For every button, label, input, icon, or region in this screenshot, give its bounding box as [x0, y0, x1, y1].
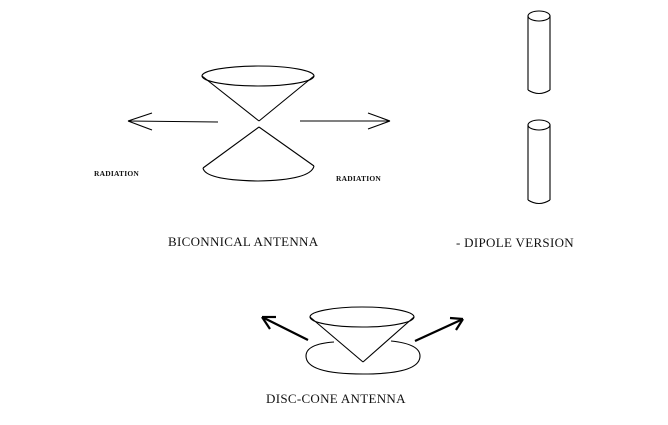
left-radiation-label: RADIATION	[94, 169, 139, 178]
disc-cone-antenna: DISC-CONE ANTENNA	[261, 306, 464, 406]
right-radiation-label: RADIATION	[336, 174, 381, 183]
disc	[305, 340, 421, 375]
dipole-lower-rod	[527, 119, 551, 205]
right-radiation-arrow	[300, 112, 391, 130]
biconical-upper-cone	[201, 65, 315, 122]
dipole-upper-rod	[527, 10, 551, 95]
biconical-lower-cone	[202, 126, 315, 182]
biconical-antenna: RADIATION RADIATION BICONNICAL ANTENNA	[94, 65, 391, 249]
left-radiation-arrow	[127, 112, 219, 131]
right-radiation-arrow-disc-cone	[414, 316, 464, 342]
dipole-antenna: - DIPOLE VERSION	[456, 10, 574, 250]
cone	[309, 306, 415, 363]
biconical-title: BICONNICAL ANTENNA	[168, 234, 319, 249]
dipole-title: - DIPOLE VERSION	[456, 235, 574, 250]
disc-cone-title: DISC-CONE ANTENNA	[266, 391, 406, 406]
left-radiation-arrow-disc-cone	[261, 315, 309, 341]
